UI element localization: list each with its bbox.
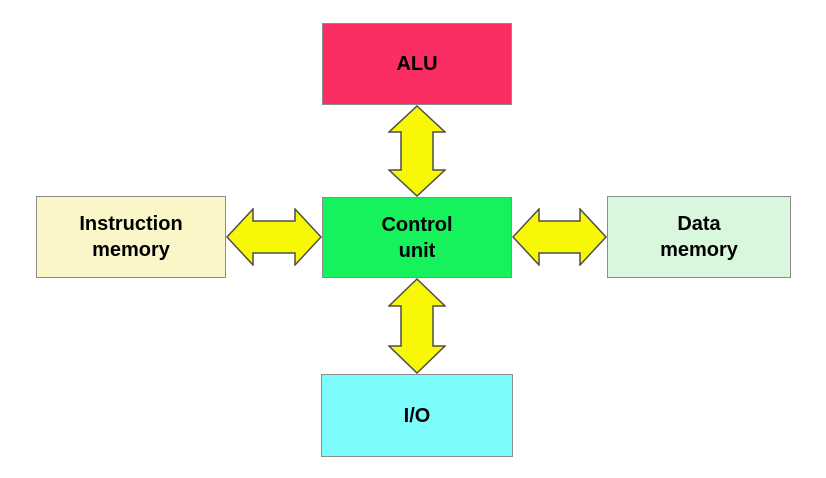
io-box: I/O [321, 374, 513, 457]
data-memory-box: Data memory [607, 196, 791, 278]
io-label: I/O [403, 404, 431, 427]
alu-label: ALU [396, 53, 438, 75]
instruction-memory-label: Instruction memory [79, 213, 183, 261]
alu-box: ALU [322, 23, 512, 105]
double-arrow-control-io-icon [388, 278, 446, 374]
double-arrow-control-alu-icon [388, 105, 446, 197]
double-arrow-control-instruction-memory-icon [226, 208, 322, 266]
control-unit-box: Control unit [322, 197, 512, 278]
control-unit-label: Control unit [381, 213, 453, 262]
double-arrow-control-data-memory-icon [512, 208, 607, 266]
data-memory-label: Data memory [660, 213, 738, 261]
instruction-memory-box: Instruction memory [36, 196, 226, 278]
